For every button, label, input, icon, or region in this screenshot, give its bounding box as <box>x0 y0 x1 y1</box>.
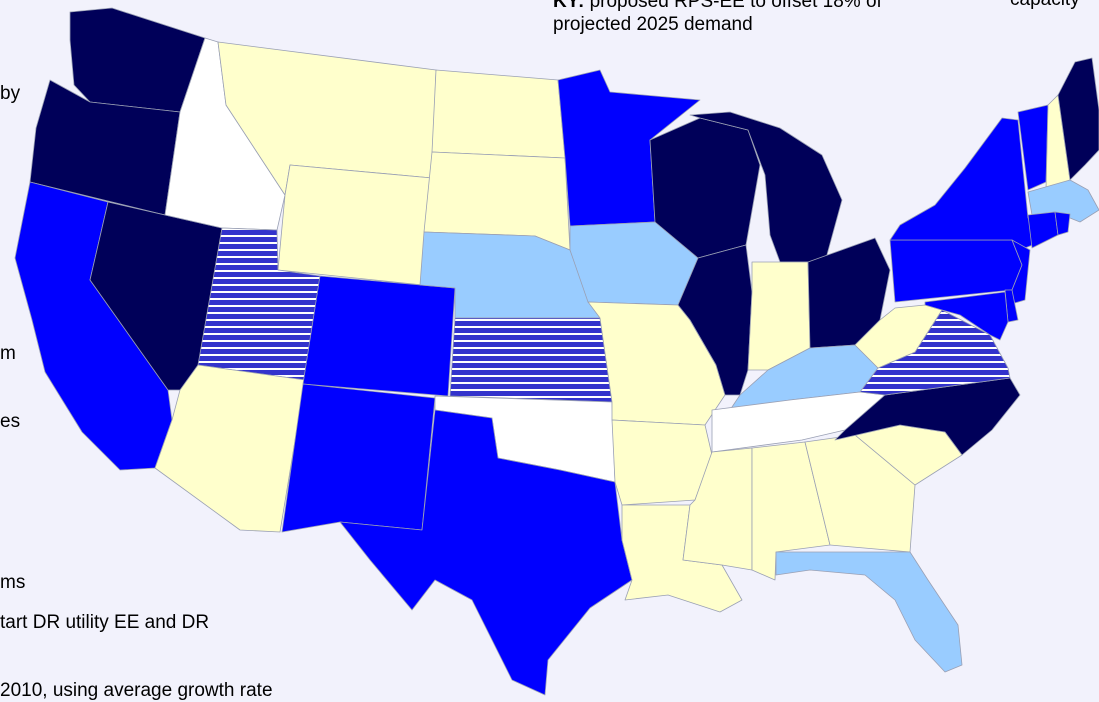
state-il <box>677 244 753 396</box>
ky-annotation: KY: proposed RPS-EE to offset 18% of pro… <box>553 0 882 36</box>
state-me <box>1057 57 1099 181</box>
ky-annotation-line1: proposed RPS-EE to offset 18% of <box>584 0 882 12</box>
right-edge-text: capacity <box>1010 0 1080 11</box>
state-nm <box>281 383 436 533</box>
ky-annotation-line2: projected 2025 demand <box>553 14 753 35</box>
state-ct <box>1027 211 1059 249</box>
state-fl <box>775 551 963 673</box>
left-text-fragment-4: ms <box>0 572 26 593</box>
state-nd <box>431 69 566 159</box>
ky-annotation-label: KY: <box>553 0 585 12</box>
state-ar <box>611 419 713 506</box>
state-md <box>924 291 1009 341</box>
state-wy <box>277 164 433 286</box>
left-text-fragment-2: m <box>0 343 16 364</box>
left-text-fragment-6: 2010, using average growth rate <box>0 680 273 701</box>
state-ks <box>449 317 613 403</box>
state-wa <box>69 7 206 113</box>
state-co <box>302 275 456 397</box>
left-text-fragment-5: tart DR utility EE and DR <box>0 612 210 633</box>
left-text-fragment-3: es <box>0 411 21 432</box>
left-text-fragment-1: by <box>0 83 21 104</box>
state-ri <box>1054 211 1071 236</box>
state-tx <box>339 409 633 696</box>
